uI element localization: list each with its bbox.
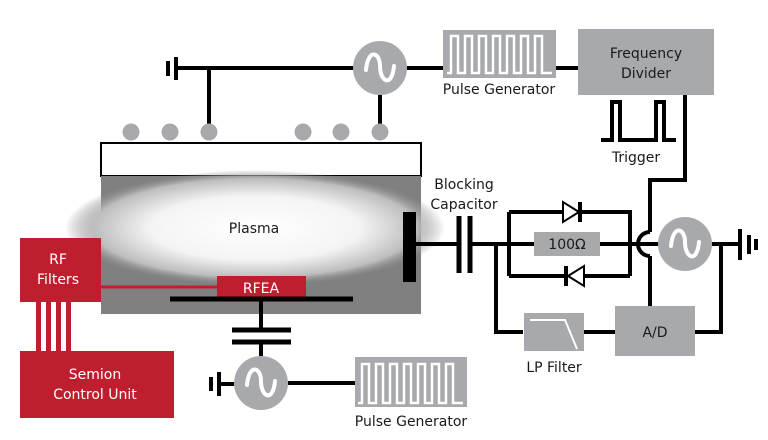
electrode-dot [371,123,389,141]
semion-label-1: Semion [69,367,121,383]
electrode-dot [122,123,140,141]
pulse-train-icon [358,362,463,405]
blocking-capacitor-label-2: Capacitor [430,197,497,213]
lp-filter-label: LP Filter [526,360,582,376]
electrode-dot [200,123,218,141]
pulse-train-icon [447,34,552,75]
semion-label-2: Control Unit [53,387,137,403]
ground-icon [166,57,178,80]
ac-source-icon [234,356,288,410]
trigger-wire [648,95,687,232]
ad-label: A/D [642,325,667,341]
measurement-circuit: Blocking Capacitor 100Ω [416,177,758,376]
pulse-generator-top: Pulse Generator [443,30,556,98]
electrode-dot [161,123,179,141]
top-electrodes [122,123,389,141]
bottom-rf-circuit: Pulse Generator [209,299,468,430]
rfea-label: RFEA [243,281,280,297]
trigger-label: Trigger [611,150,661,166]
ac-source-icon [353,41,407,95]
ground-icon [209,372,234,396]
capacitor-icon [232,327,291,345]
pulse-generator-bottom-label: Pulse Generator [355,414,468,430]
electrode-dot [332,123,350,141]
pulse-generator-top-label: Pulse Generator [443,82,556,98]
pulse-generator-bottom: Pulse Generator [355,357,468,430]
frequency-divider: Frequency Divider [578,29,714,95]
blocking-capacitor-label-1: Blocking [434,177,494,193]
diode-icon [562,200,582,224]
lp-filter: LP Filter [524,313,584,376]
semion-system: RF Filters Semion Control Unit [20,238,174,418]
resistor-label: 100Ω [548,237,586,253]
blocking-capacitor-icon [456,216,473,273]
lowpass-response-icon [530,319,578,350]
electrode-dot [294,123,312,141]
ad-converter: A/D [615,306,695,356]
ac-source-icon [658,217,712,271]
frequency-divider-label-2: Divider [621,66,671,82]
plasma-chamber: Plasma RFEA [65,142,445,314]
rf-filters-box [20,238,101,302]
plasma-glow [65,170,445,286]
rf-filters-label-1: RF [49,252,67,268]
side-electrode [403,212,416,282]
plasma-label: Plasma [229,221,279,237]
ground-icon [738,229,758,260]
trigger-pulse-icon: Trigger [601,100,676,166]
resistor-100-ohm: 100Ω [534,232,600,256]
semion-control-unit [20,351,174,418]
diode-icon [564,264,585,288]
filter-cables [36,302,71,352]
frequency-divider-label-1: Frequency [610,46,682,62]
rf-filters-label-2: Filters [37,272,79,288]
top-rf-circuit: Pulse Generator Frequency Divider Trigge… [166,29,714,232]
rfea-sensor [217,276,306,298]
